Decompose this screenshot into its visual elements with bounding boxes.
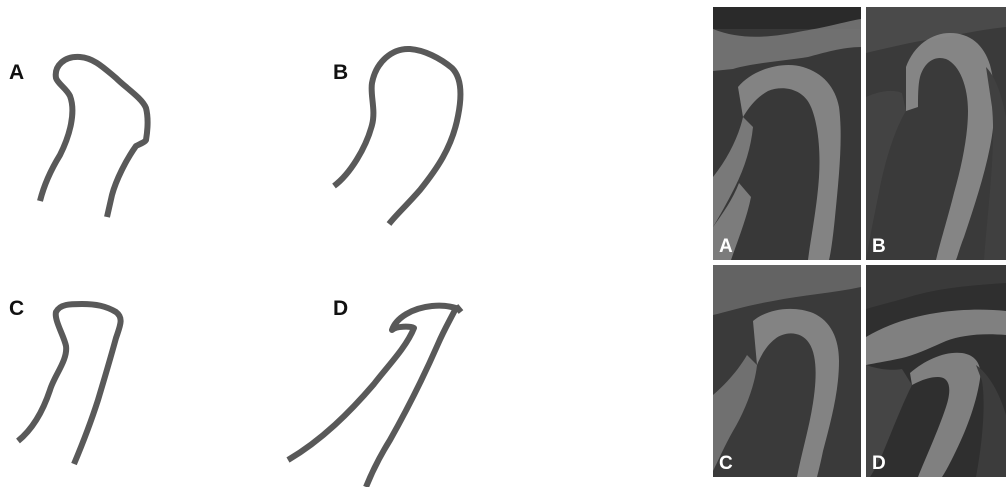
ct-panel-d: D: [866, 265, 1006, 477]
ct-image-b: [866, 7, 1006, 260]
ct-panel-a: A: [713, 7, 861, 260]
ct-image-c: [713, 265, 861, 477]
ct-panel-b-label: B: [872, 237, 886, 256]
ct-panel-c: C: [713, 265, 861, 477]
ct-image-grid: A B C D: [712, 7, 1006, 479]
condyle-outline-a: [40, 57, 148, 217]
ct-panel-d-label: D: [872, 454, 886, 473]
condyle-outline-c: [18, 304, 121, 464]
condyle-outline-d: [288, 306, 456, 487]
ct-image-a: [713, 7, 861, 260]
condyle-outline-b: [334, 49, 460, 224]
ct-panel-a-label: A: [719, 237, 733, 256]
condyle-outline-drawings: [0, 0, 700, 487]
ct-panel-c-label: C: [719, 454, 733, 473]
ct-panel-b: B: [866, 7, 1006, 260]
ct-image-d: [866, 265, 1006, 477]
condyle-outline-d-tip: [456, 306, 461, 312]
